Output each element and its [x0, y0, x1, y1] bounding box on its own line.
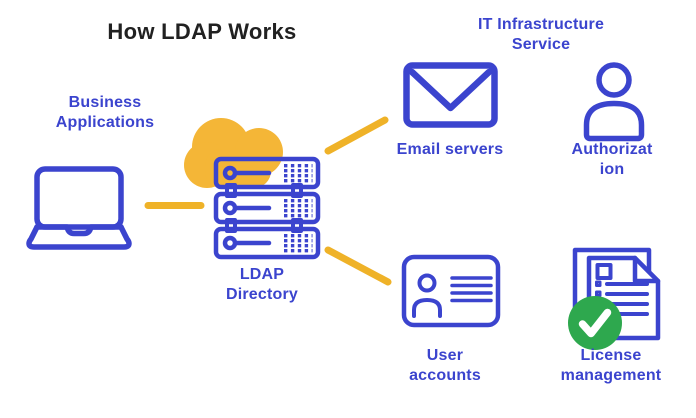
page-title: How LDAP Works — [107, 19, 297, 44]
label-license-management: License management — [560, 347, 662, 384]
server-stack-icon — [213, 156, 321, 260]
label-it-infrastructure-service: IT Infrastructure Service — [477, 16, 605, 53]
label-user-accounts: User accounts — [409, 347, 481, 384]
connector-ldap-to-user-accounts — [324, 246, 392, 286]
label-authorization-line1: Authorizat — [571, 141, 653, 158]
label-email-servers: Email servers — [396, 141, 504, 158]
documents-check-icon — [568, 247, 661, 350]
label-authorization-line2: ion — [599, 161, 625, 178]
label-authorization: Authorizat ion — [557, 140, 667, 180]
label-ldap-directory: LDAP Directory — [225, 266, 299, 303]
connector-ldap-to-email — [324, 116, 389, 155]
person-icon — [583, 62, 645, 142]
check-icon — [568, 296, 622, 350]
label-business-applications: Business Applications — [55, 94, 155, 131]
id-card-icon — [401, 254, 501, 328]
laptop-icon — [26, 166, 132, 250]
envelope-icon — [403, 62, 498, 128]
